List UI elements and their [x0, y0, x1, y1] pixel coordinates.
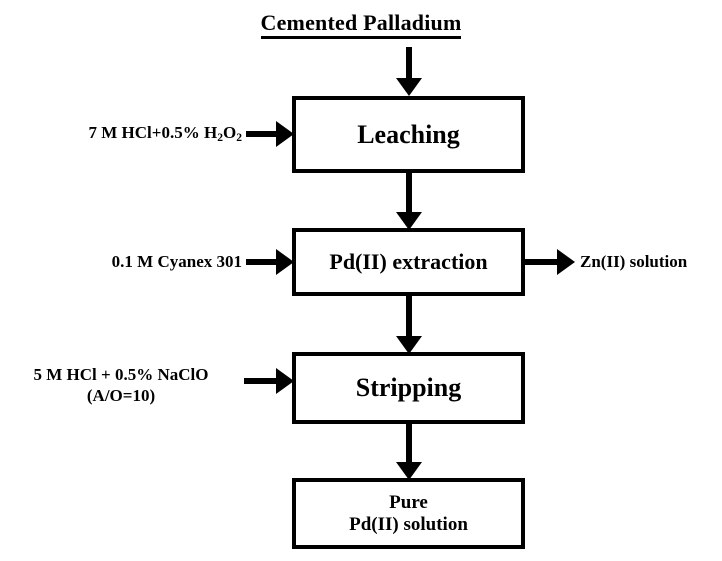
arrow-extraction-to-stripping — [396, 296, 422, 354]
input-label-extraction-reagent: 0.1 M Cyanex 301 — [30, 251, 242, 272]
arrow-shaft — [246, 131, 278, 137]
process-box-leaching-label: Leaching — [357, 119, 460, 149]
process-box-leaching[interactable]: Leaching — [292, 96, 525, 173]
arrow-head — [396, 212, 422, 230]
arrow-shaft — [525, 259, 559, 265]
input-label-stripping-reagent-line2: (A/O=10) — [86, 386, 156, 406]
diagram-title: Cemented Palladium — [0, 10, 722, 39]
process-box-product[interactable]: Pure Pd(II) solution — [292, 478, 525, 549]
input-label-leaching-reagent-mid: O — [222, 123, 237, 142]
input-label-extraction-reagent-text: 0.1 M Cyanex 301 — [111, 252, 242, 271]
arrow-title-to-leaching — [396, 47, 422, 96]
arrow-extraction-to-zinc — [525, 249, 575, 275]
arrow-shaft — [406, 424, 412, 462]
input-label-stripping-reagent-line1: 5 M HCl + 0.5% NaClO — [33, 365, 209, 384]
process-box-stripping[interactable]: Stripping — [292, 352, 525, 424]
arrow-shaft — [246, 259, 278, 265]
input-label-leaching-reagent-sub2: 2 — [236, 131, 242, 145]
arrow-head — [276, 249, 294, 275]
arrow-head — [396, 462, 422, 480]
arrow-shaft — [406, 296, 412, 336]
input-label-leaching-reagent: 7 M HCl+0.5% H2O2 — [20, 122, 242, 146]
arrow-head — [396, 336, 422, 354]
process-box-product-label-line2: Pd(II) solution — [349, 513, 468, 535]
input-label-leaching-reagent-sub1: 2 — [217, 131, 223, 145]
arrow-shaft — [406, 172, 412, 212]
output-label-zinc-solution: Zn(II) solution — [580, 251, 720, 272]
arrow-leaching-to-extraction — [396, 172, 422, 230]
arrow-shaft — [406, 47, 412, 78]
arrow-stripping-to-product — [396, 424, 422, 480]
arrow-head — [276, 121, 294, 147]
input-label-leaching-reagent-prefix: 7 M HCl+0.5% H — [88, 123, 218, 142]
arrow-head — [557, 249, 575, 275]
output-label-zinc-solution-text: Zn(II) solution — [580, 252, 688, 271]
arrow-reagent-to-stripping — [244, 368, 294, 394]
process-box-stripping-label: Stripping — [355, 373, 462, 403]
process-box-product-label-line1: Pure — [389, 491, 428, 513]
input-label-stripping-reagent: 5 M HCl + 0.5% NaClO (A/O=10) — [2, 364, 240, 407]
diagram-title-text: Cemented Palladium — [260, 10, 462, 39]
process-box-extraction[interactable]: Pd(II) extraction — [292, 228, 525, 296]
arrow-reagent-to-leaching — [246, 121, 294, 147]
arrow-head — [276, 368, 294, 394]
arrow-reagent-to-extraction — [246, 249, 294, 275]
arrow-head — [396, 78, 422, 96]
process-box-extraction-label: Pd(II) extraction — [329, 249, 488, 275]
arrow-shaft — [244, 378, 278, 384]
